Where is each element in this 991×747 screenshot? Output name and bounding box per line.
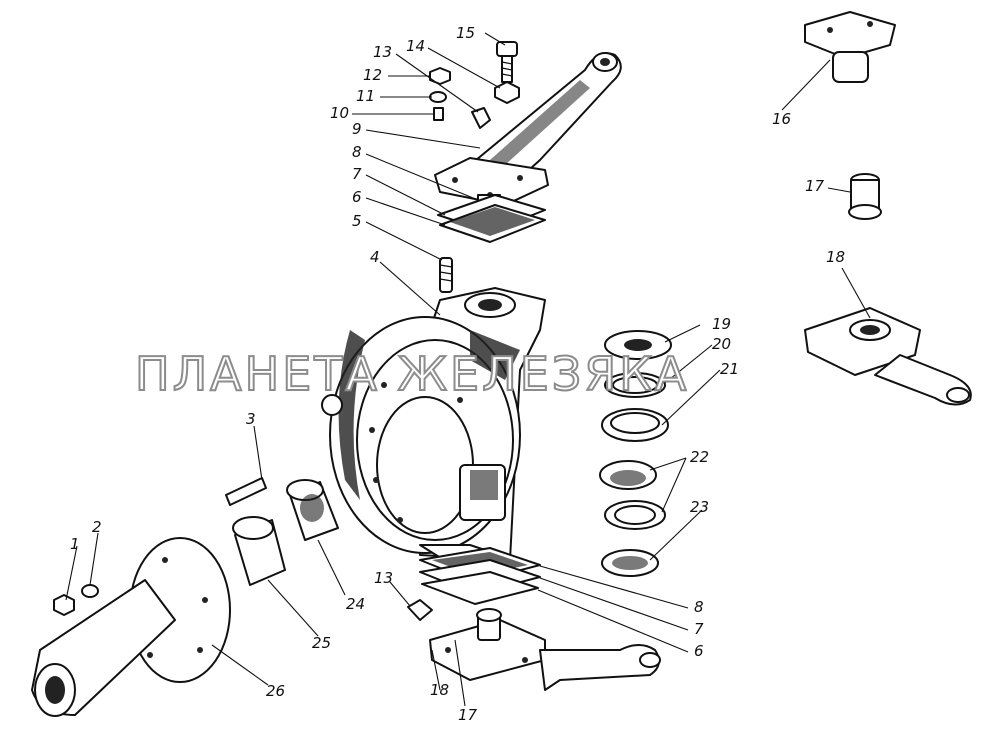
- callout-7-lower: 7: [694, 620, 704, 638]
- callout-15: 15: [456, 24, 475, 42]
- callout-17-lower: 17: [458, 706, 478, 724]
- callout-1: 1: [70, 535, 80, 553]
- steering-arm-upper: [434, 52, 622, 206]
- stub-axle-26: [31, 537, 231, 717]
- callout-23: 23: [690, 498, 709, 516]
- callout-6: 6: [352, 188, 362, 206]
- callout-7: 7: [352, 165, 362, 183]
- washer-2: [81, 584, 99, 598]
- callout-19: 19: [712, 315, 731, 333]
- callout-18-lower: 18: [430, 681, 449, 699]
- callout-21: 21: [720, 360, 739, 378]
- callout-8-lower: 8: [694, 598, 704, 616]
- callout-2: 2: [92, 518, 102, 536]
- steering-arm-lower: [429, 608, 661, 691]
- callout-20: 20: [712, 335, 731, 353]
- callout-3: 3: [246, 410, 256, 428]
- callout-6-lower: 6: [694, 642, 704, 660]
- leader-lines: [65, 32, 871, 707]
- watermark: ПЛАНЕТА ЖЕЛЕЗЯКА: [135, 347, 689, 401]
- bushing-25: [232, 516, 286, 586]
- callout-13-lower: 13: [374, 569, 393, 587]
- callout-labels: 15 14 13 12 11 10 9 8 7 6 5 4 3 19 20 21…: [70, 24, 845, 724]
- callout-17-right: 17: [805, 177, 825, 195]
- kingpin-17-right: [848, 173, 882, 220]
- callout-25: 25: [312, 634, 331, 652]
- steering-arm-18-right: [804, 307, 972, 406]
- callout-14: 14: [406, 37, 425, 55]
- kingpin-cap-16: [804, 11, 896, 83]
- stud-5: [439, 257, 453, 293]
- bearing-stack: [599, 330, 672, 577]
- callout-4: 4: [370, 248, 380, 266]
- fitting-13-lower: [407, 599, 433, 621]
- bushing-24: [286, 479, 339, 541]
- callout-9: 9: [352, 120, 362, 138]
- bolt-15: [496, 41, 518, 83]
- callout-10: 10: [330, 104, 349, 122]
- callout-8: 8: [352, 143, 362, 161]
- nut-14: [494, 81, 520, 104]
- callout-5: 5: [352, 212, 362, 230]
- callout-11: 11: [356, 87, 375, 105]
- callout-18-right: 18: [826, 248, 845, 266]
- callout-24: 24: [346, 595, 365, 613]
- lower-gaskets: [419, 547, 541, 605]
- knuckle-housing: [321, 287, 546, 571]
- nut-1: [53, 594, 75, 616]
- callout-16: 16: [772, 110, 791, 128]
- callout-26: 26: [266, 682, 285, 700]
- stud-3: [225, 477, 267, 506]
- callout-13: 13: [373, 43, 392, 61]
- callout-12: 12: [363, 66, 382, 84]
- callout-22: 22: [690, 448, 709, 466]
- upper-kingpin-assembly: [437, 194, 546, 243]
